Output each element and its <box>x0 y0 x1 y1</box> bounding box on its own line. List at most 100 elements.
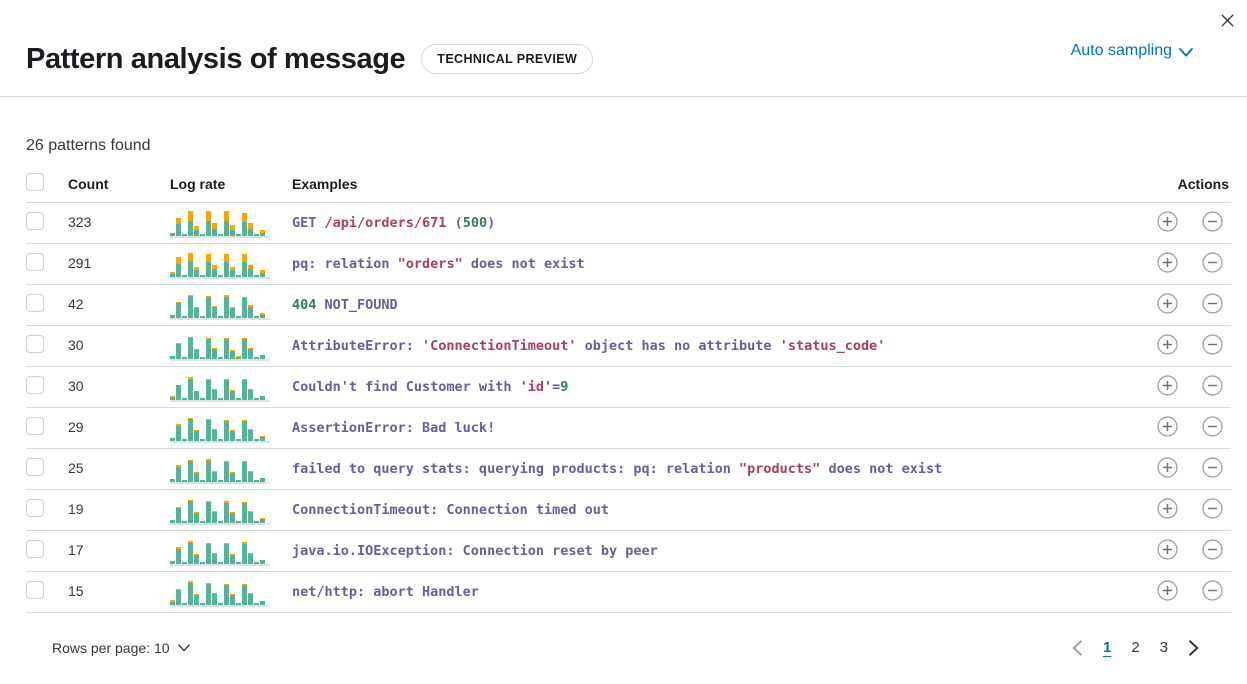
exclude-pattern-button[interactable] <box>1202 334 1223 358</box>
sampling-dropdown-label: Auto sampling <box>1070 42 1172 59</box>
count-value: 323 <box>68 214 92 230</box>
pattern-rows: 323 GET /api/orders/671 (500) 291 pq: re… <box>26 202 1231 613</box>
log-rate-chart <box>170 413 270 443</box>
log-rate-chart <box>170 208 270 238</box>
table-row: 19 ConnectionTimeout: Connection timed o… <box>26 489 1231 531</box>
chevron-down-icon <box>1179 47 1193 57</box>
exclude-pattern-button[interactable] <box>1202 457 1223 481</box>
exclude-pattern-button[interactable] <box>1202 293 1223 317</box>
pagination: 1 2 3 <box>1068 637 1203 658</box>
pagination-page-1[interactable]: 1 <box>1102 639 1112 656</box>
count-value: 15 <box>68 583 84 599</box>
previous-page-button[interactable] <box>1068 638 1086 658</box>
plus-in-circle-icon <box>1156 539 1178 560</box>
table-row: 30 Couldn't find Customer with 'id'=9 <box>26 366 1231 408</box>
patterns-table: Count Log rate Examples Actions 323 GET … <box>26 167 1231 613</box>
flyout-body: 26 patterns found Count Log rate Example… <box>0 137 1247 658</box>
table-row: 42 404 NOT_FOUND <box>26 284 1231 326</box>
plus-in-circle-icon <box>1156 416 1178 437</box>
include-pattern-button[interactable] <box>1156 457 1178 481</box>
table-row: 25 failed to query stats: querying produ… <box>26 448 1231 490</box>
example-text: 404 NOT_FOUND <box>292 297 398 313</box>
table-row: 15 net/http: abort Handler <box>26 571 1231 613</box>
table-row: 29 AssertionError: Bad luck! <box>26 407 1231 449</box>
table-footer: Rows per page: 10 1 2 3 <box>26 613 1231 658</box>
exclude-pattern-button[interactable] <box>1202 211 1223 235</box>
count-value: 29 <box>68 419 84 435</box>
log-rate-chart <box>170 577 270 607</box>
plus-in-circle-icon <box>1156 457 1178 478</box>
exclude-pattern-button[interactable] <box>1202 498 1223 522</box>
row-checkbox[interactable] <box>26 498 44 517</box>
minus-in-circle-icon <box>1202 580 1223 601</box>
minus-in-circle-icon <box>1202 539 1223 560</box>
table-row: 17 java.io.IOException: Connection reset… <box>26 530 1231 572</box>
example-text: pq: relation "orders" does not exist <box>292 256 585 272</box>
column-header-count: Count <box>68 167 170 203</box>
exclude-pattern-button[interactable] <box>1202 252 1223 276</box>
rows-per-page-button[interactable]: Rows per page: 10 <box>52 640 190 656</box>
include-pattern-button[interactable] <box>1156 375 1178 399</box>
count-value: 291 <box>68 255 92 271</box>
count-value: 30 <box>68 337 84 353</box>
pagination-page-3[interactable]: 3 <box>1159 639 1168 656</box>
include-pattern-button[interactable] <box>1156 252 1178 276</box>
count-value: 19 <box>68 501 84 517</box>
table-row: 291 pq: relation "orders" does not exist <box>26 243 1231 285</box>
row-checkbox[interactable] <box>26 539 44 558</box>
exclude-pattern-button[interactable] <box>1202 539 1223 563</box>
count-value: 30 <box>68 378 84 394</box>
row-checkbox[interactable] <box>26 580 44 599</box>
include-pattern-button[interactable] <box>1156 498 1178 522</box>
example-text: ConnectionTimeout: Connection timed out <box>292 502 609 518</box>
include-pattern-button[interactable] <box>1156 293 1178 317</box>
log-rate-chart <box>170 249 270 279</box>
row-checkbox[interactable] <box>26 252 44 271</box>
minus-in-circle-icon <box>1202 498 1223 519</box>
sampling-dropdown[interactable]: Auto sampling <box>1071 42 1193 60</box>
example-text: AttributeError: 'ConnectionTimeout' obje… <box>292 338 886 354</box>
exclude-pattern-button[interactable] <box>1202 375 1223 399</box>
exclude-pattern-button[interactable] <box>1202 416 1223 440</box>
row-checkbox[interactable] <box>26 293 44 312</box>
example-text: net/http: abort Handler <box>292 584 479 600</box>
select-all-checkbox[interactable] <box>26 173 44 191</box>
minus-in-circle-icon <box>1202 211 1223 232</box>
patterns-found-count: 26 patterns found <box>26 137 151 154</box>
rows-per-page-label: Rows per page: 10 <box>52 639 170 656</box>
exclude-pattern-button[interactable] <box>1202 580 1223 604</box>
example-text: GET /api/orders/671 (500) <box>292 215 496 231</box>
include-pattern-button[interactable] <box>1156 416 1178 440</box>
log-rate-chart <box>170 331 270 361</box>
row-checkbox[interactable] <box>26 211 44 230</box>
include-pattern-button[interactable] <box>1156 539 1178 563</box>
example-text: failed to query stats: querying products… <box>292 461 943 477</box>
minus-in-circle-icon <box>1202 457 1223 478</box>
page-title: Pattern analysis of message <box>26 42 406 75</box>
row-checkbox[interactable] <box>26 457 44 476</box>
log-rate-chart <box>170 536 270 566</box>
minus-in-circle-icon <box>1202 293 1223 314</box>
plus-in-circle-icon <box>1156 252 1178 273</box>
pagination-page-2[interactable]: 2 <box>1131 639 1140 656</box>
minus-in-circle-icon <box>1202 334 1223 355</box>
close-button[interactable] <box>1215 8 1239 32</box>
plus-in-circle-icon <box>1156 293 1178 314</box>
row-checkbox[interactable] <box>26 334 44 353</box>
row-checkbox[interactable] <box>26 375 44 394</box>
count-value: 42 <box>68 296 84 312</box>
log-rate-chart <box>170 372 270 402</box>
include-pattern-button[interactable] <box>1156 580 1178 604</box>
chevron-left-icon <box>1072 639 1082 656</box>
pagination-pages: 1 2 3 <box>1096 637 1175 658</box>
plus-in-circle-icon <box>1156 334 1178 355</box>
next-page-button[interactable] <box>1185 638 1203 658</box>
include-pattern-button[interactable] <box>1156 211 1178 235</box>
row-checkbox[interactable] <box>26 416 44 435</box>
log-rate-chart <box>170 290 270 320</box>
include-pattern-button[interactable] <box>1156 334 1178 358</box>
minus-in-circle-icon <box>1202 416 1223 437</box>
log-rate-chart <box>170 454 270 484</box>
example-text: Couldn't find Customer with 'id'=9 <box>292 379 569 395</box>
